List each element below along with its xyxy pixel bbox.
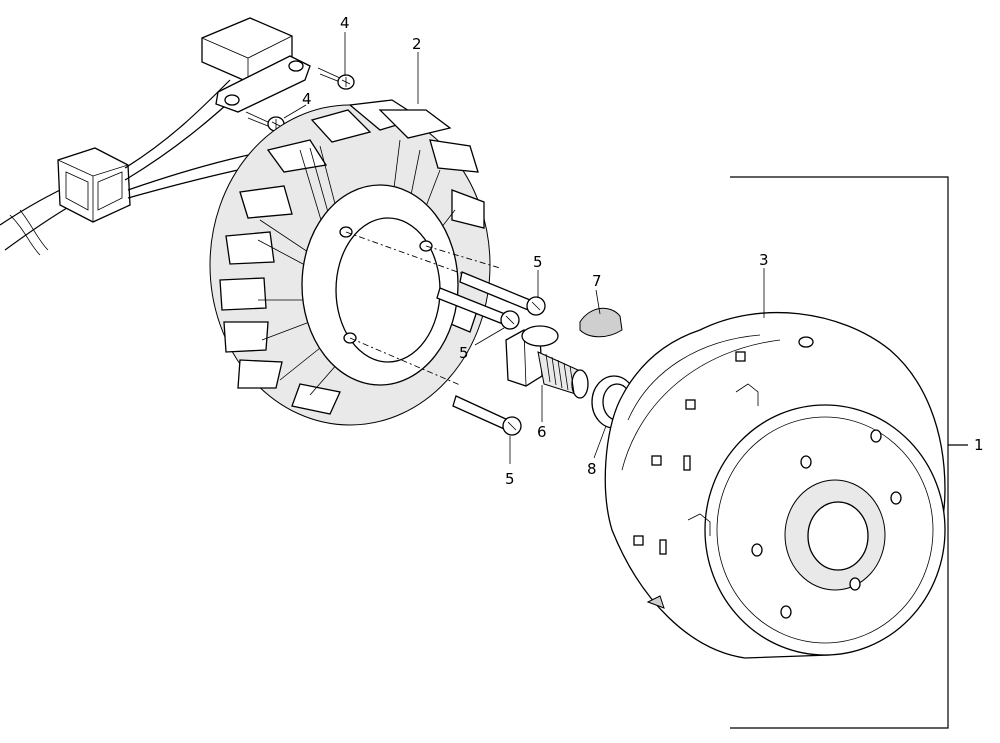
callout-7: 7 [592,272,602,290]
callout-labels: 4 4 2 5 5 5 6 7 8 3 1 [302,14,984,488]
flywheel-nut-bolt [505,325,589,399]
callout-5-middle: 5 [459,344,469,362]
stator-coils [219,99,485,415]
callout-8: 8 [587,460,597,478]
assembly-bracket [730,176,968,729]
stator [209,99,491,426]
alignment-lines [345,231,501,386]
bolt-lower [452,395,522,436]
callout-3: 3 [759,251,769,269]
callout-4-upper: 4 [340,14,350,32]
callout-6: 6 [537,423,547,441]
pickup-sensor [201,17,311,113]
callout-5-lower: 5 [505,470,515,488]
flywheel-rotor [604,311,946,659]
callout-2: 2 [412,35,422,53]
wire-connector [57,147,131,223]
callout-5-upper: 5 [533,253,543,271]
callout-1: 1 [974,436,984,454]
screw-upper [317,67,355,90]
woodruff-key [579,307,623,338]
callout-4-lower: 4 [302,90,312,108]
leader-lines [283,32,765,464]
bolt-middle [436,287,520,330]
bolt-upper [459,271,546,316]
